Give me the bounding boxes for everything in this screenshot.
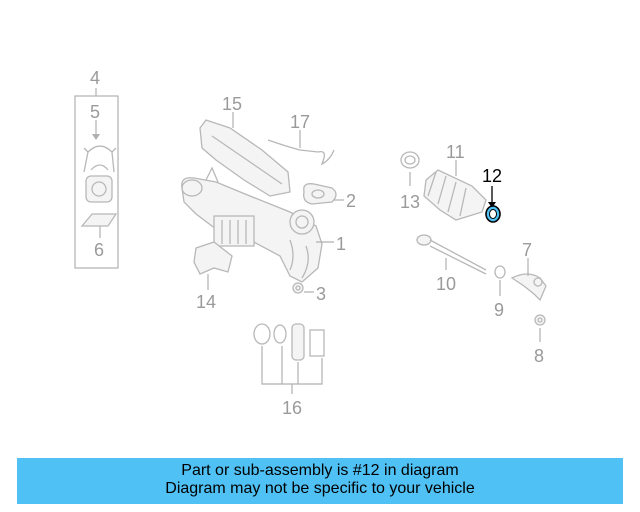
part-reference-text: Part or sub-assembly is #12 in diagram — [181, 462, 459, 479]
heat-shield-part-15 — [199, 112, 291, 197]
steering-rack-part-1 — [181, 166, 334, 283]
diagram-disclaimer-text: Diagram may not be specific to your vehi… — [165, 480, 475, 497]
callout-3: 3 — [316, 284, 326, 304]
inner-tie-rod-part-10 — [416, 234, 487, 275]
boot-part-11 — [423, 160, 487, 221]
callout-9: 9 — [494, 300, 504, 320]
bracket-group-box — [74, 88, 119, 269]
part-info-banner: Part or sub-assembly is #12 in diagram D… — [17, 458, 623, 504]
clamp-part-12-highlighted — [485, 186, 501, 223]
callout-15: 15 — [222, 94, 242, 114]
callout-6: 6 — [94, 240, 104, 260]
bushing-part — [85, 175, 113, 203]
callout-5: 5 — [90, 102, 100, 122]
nut-part-3 — [292, 282, 314, 294]
callout-12: 12 — [482, 166, 502, 186]
nut-part-9 — [494, 265, 506, 296]
bracket-clamp-part-5 — [83, 145, 117, 173]
bracket-plate-part-6 — [80, 213, 118, 227]
callout-1: 1 — [336, 234, 346, 254]
clamp-part-13 — [400, 151, 420, 186]
callout-4: 4 — [90, 68, 100, 88]
callout-16: 16 — [282, 398, 302, 418]
callout-10: 10 — [436, 274, 456, 294]
callout-14: 14 — [196, 292, 216, 312]
callout-17: 17 — [290, 112, 310, 132]
seal-kit-part-16 — [253, 323, 325, 394]
tie-rod-end-part-7 — [510, 258, 547, 302]
hose-part-17 — [267, 130, 335, 166]
bracket-part-14 — [193, 241, 233, 290]
nut-part-8 — [534, 314, 546, 342]
callout-7: 7 — [522, 240, 532, 260]
callout-13: 13 — [400, 192, 420, 212]
callout-11: 11 — [446, 142, 465, 162]
parts-diagram: 1 2 3 4 5 6 7 8 9 10 11 12 13 14 15 16 1… — [74, 68, 547, 418]
callout-8: 8 — [534, 346, 544, 366]
callout-2: 2 — [346, 191, 356, 211]
mount-part-2 — [303, 183, 344, 205]
